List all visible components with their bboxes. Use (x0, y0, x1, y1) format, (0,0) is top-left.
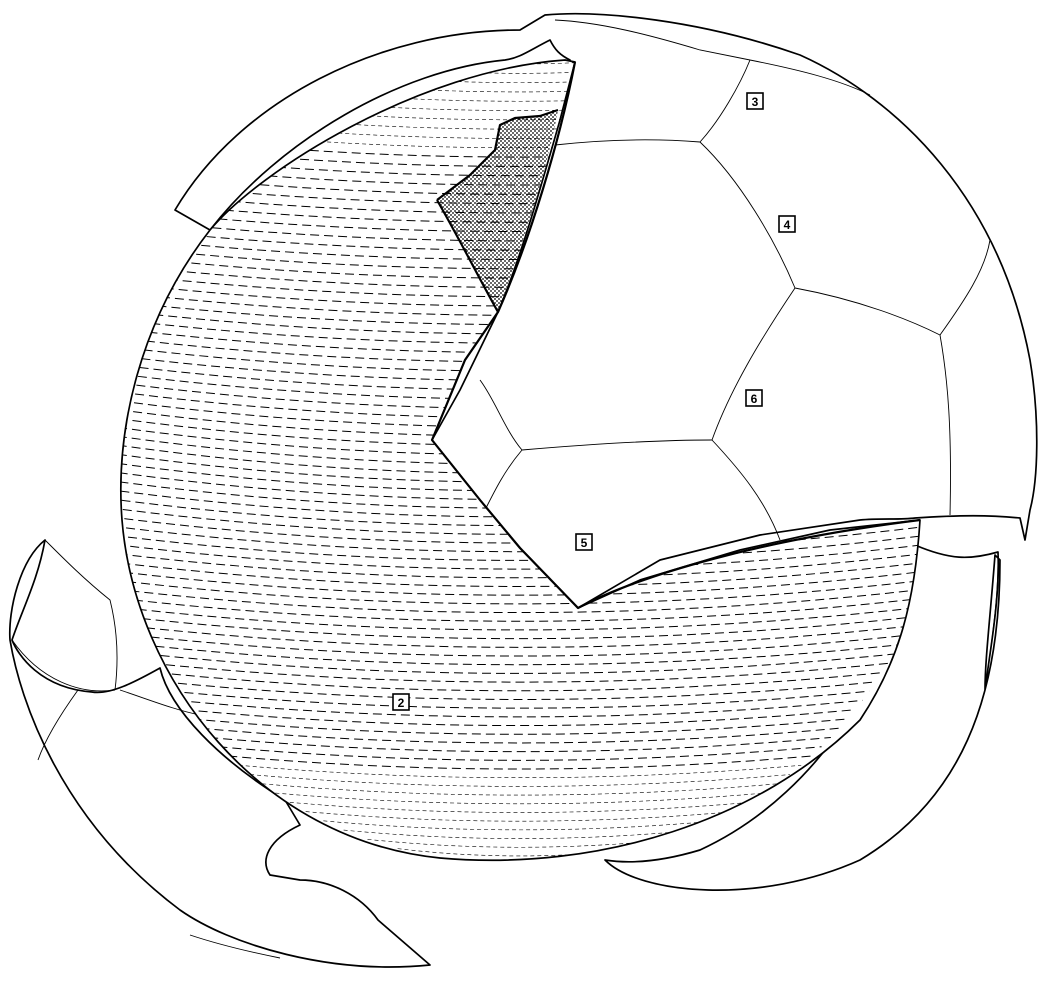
callout-outer-panel-top: 3 (747, 93, 763, 109)
callout-outer-panel-upper: 4 (779, 216, 795, 232)
svg-text:2: 2 (398, 696, 405, 710)
hatch-line (500, 867, 540, 873)
svg-text:3: 3 (752, 95, 759, 109)
callout-bladder: 2 (393, 694, 409, 710)
callout-outer-panel-inner: 5 (576, 534, 592, 550)
svg-text:5: 5 (581, 536, 588, 550)
callout-outer-panel-mid: 6 (746, 390, 762, 406)
svg-text:4: 4 (784, 218, 791, 232)
svg-text:6: 6 (751, 392, 758, 406)
